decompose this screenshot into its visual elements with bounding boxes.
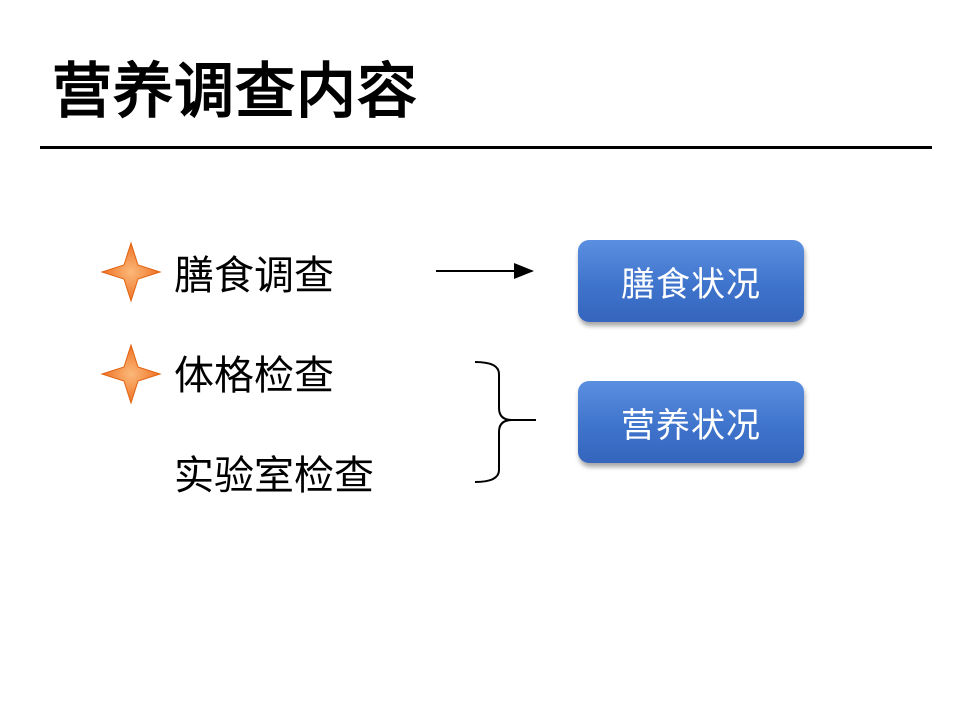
item-diet-survey: 膳食调查 [174, 253, 334, 299]
outcome-box-nutrition-status: 营养状况 [578, 381, 804, 463]
outcome-label: 营养状况 [621, 405, 761, 446]
item-lab-test: 实验室检查 [174, 453, 374, 499]
item-physical-exam: 体格检查 [174, 353, 334, 399]
orange-star-icon [100, 343, 162, 405]
orange-star-icon [100, 241, 162, 303]
outcome-label: 膳食状况 [621, 264, 761, 305]
title-underline [40, 146, 932, 149]
right-brace [474, 361, 536, 483]
slide-title: 营养调查内容 [52, 57, 418, 127]
outcome-box-diet-status: 膳食状况 [578, 240, 804, 322]
